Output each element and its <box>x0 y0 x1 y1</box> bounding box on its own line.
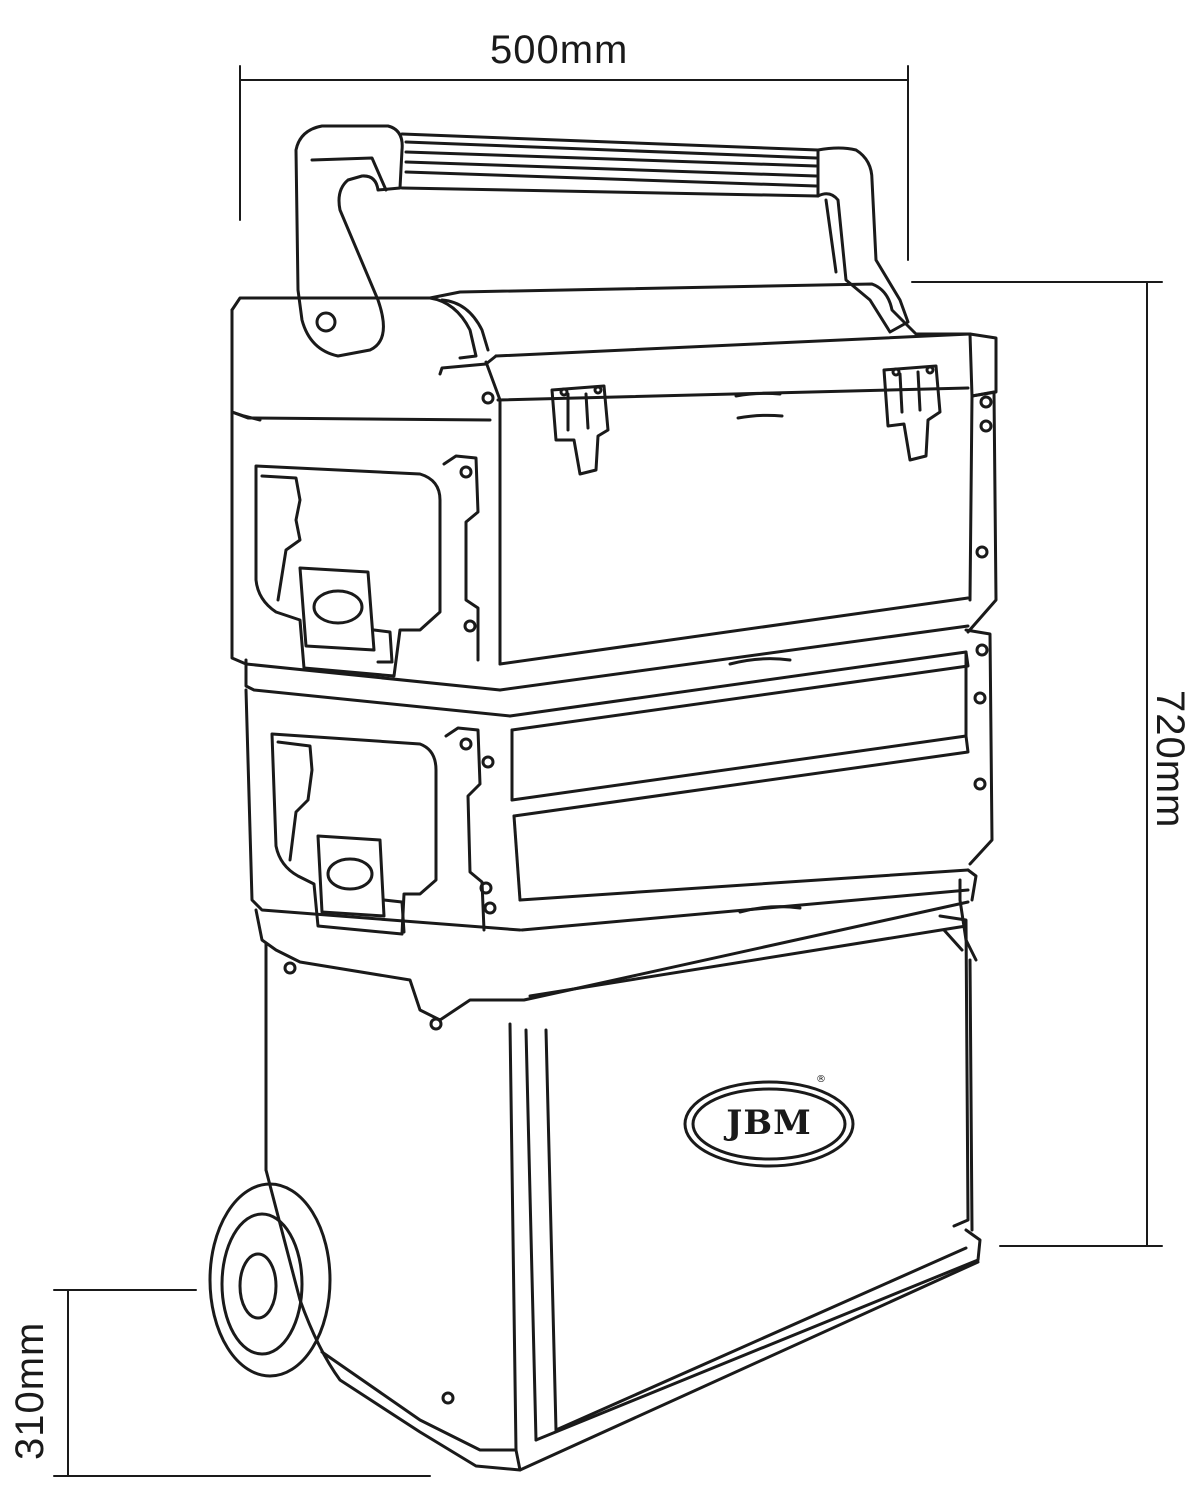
latch-left <box>550 384 610 476</box>
jbm-logo <box>683 1080 855 1168</box>
middle-drawers <box>244 628 994 936</box>
wheel <box>208 1182 332 1378</box>
wheel-height-dimension-line <box>53 1289 431 1477</box>
width-label: 500mm <box>490 28 629 72</box>
top-toolbox <box>230 282 998 692</box>
wheel-height-label: 310mm <box>8 1321 52 1460</box>
height-label: 720mm <box>1148 690 1192 829</box>
height-dimension-line <box>911 281 1163 1247</box>
telescopic-handle <box>294 124 910 358</box>
latch-right <box>882 364 942 462</box>
bottom-trolley <box>208 868 982 1472</box>
brand-logo-text: JBM <box>726 1103 812 1143</box>
width-dimension-line <box>239 65 909 261</box>
registered-mark: ® <box>816 1074 826 1085</box>
